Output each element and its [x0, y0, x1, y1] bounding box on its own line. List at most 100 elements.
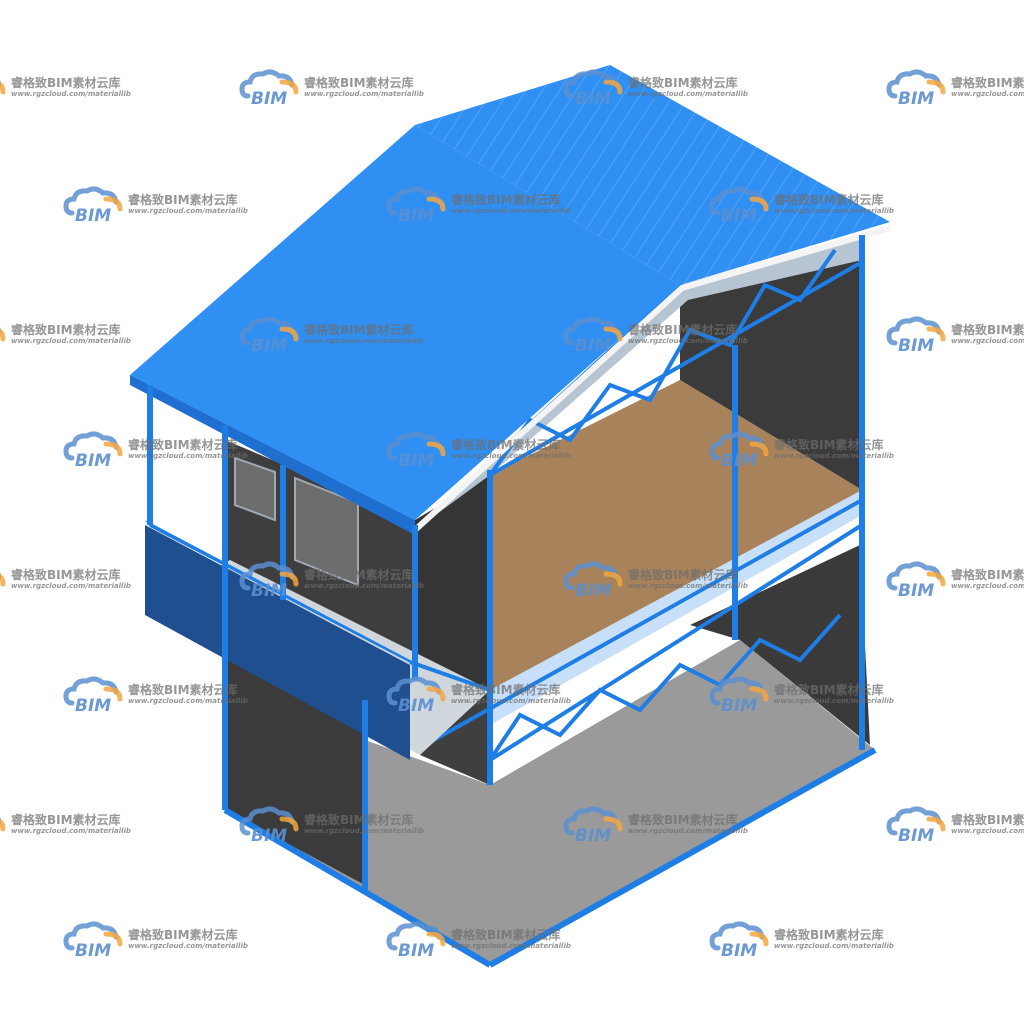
cloud-bim-logo-icon: BIM — [0, 327, 6, 342]
cloud-bim-logo-icon: BIM — [886, 561, 946, 600]
watermark-title: 睿格致BIM素材云库 — [951, 76, 1024, 90]
svg-text:BIM: BIM — [721, 451, 757, 470]
watermark-title: 睿格致BIM素材云库 — [304, 813, 414, 827]
watermark-url: www.rgzcloud.com/materiallib — [128, 207, 248, 215]
svg-text:BIM: BIM — [721, 206, 757, 225]
watermark-url: www.rgzcloud.com/materiallib — [451, 942, 571, 950]
cloud-bim-logo-icon: BIM — [886, 806, 946, 845]
cloud-bim-logo-icon: BIM — [63, 676, 123, 715]
watermark-title: 睿格致BIM素材云库 — [451, 683, 561, 697]
svg-text:BIM: BIM — [721, 941, 757, 960]
svg-text:BIM: BIM — [75, 206, 111, 225]
roof-gable-underside — [415, 235, 862, 530]
cloud-bim-logo-icon: BIM — [0, 572, 6, 587]
watermark-title: 睿格致BIM素材云库 — [11, 813, 121, 827]
watermark-url: www.rgzcloud.com/materiallib — [451, 207, 571, 215]
watermark-title: 睿格致BIM素材云库 — [128, 193, 238, 207]
svg-text:BIM: BIM — [575, 336, 611, 355]
svg-text:BIM: BIM — [398, 206, 434, 225]
upper-window — [294, 476, 359, 587]
svg-text:BIM: BIM — [575, 89, 611, 108]
watermark-url: www.rgzcloud.com/materiallib — [774, 207, 894, 215]
watermark-url: www.rgzcloud.com/materiallib — [628, 337, 748, 345]
watermark-title: 睿格致BIM素材云库 — [628, 813, 738, 827]
watermark-title: 睿格致BIM素材云库 — [774, 928, 884, 942]
svg-text:BIM: BIM — [898, 336, 934, 355]
watermark-title: 睿格致BIM素材云库 — [304, 323, 414, 337]
watermark-title: 睿格致BIM素材云库 — [774, 438, 884, 452]
cloud-bim-logo-icon: BIM — [886, 69, 946, 108]
watermark: BIM 睿格致BIM素材云库www.rgzcloud.com/materialli… — [885, 560, 1024, 600]
svg-text:BIM: BIM — [398, 941, 434, 960]
cloud-bim-logo-icon: BIM — [563, 69, 623, 108]
watermark-url: www.rgzcloud.com/materiallib — [951, 582, 1024, 590]
watermark-title: 睿格致BIM素材云库 — [628, 568, 738, 582]
watermark-url: www.rgzcloud.com/materiallib — [951, 90, 1024, 98]
cloud-bim-logo-icon: BIM — [239, 316, 299, 355]
svg-text:BIM: BIM — [898, 826, 934, 845]
watermark: BIM 睿格致BIM素材云库www.rgzcloud.com/materialli… — [885, 68, 1024, 108]
watermark-title: 睿格致BIM素材云库 — [11, 568, 121, 582]
cloud-bim-logo-icon: BIM — [63, 186, 123, 225]
svg-text:BIM: BIM — [75, 941, 111, 960]
watermark-url: www.rgzcloud.com/materiallib — [628, 827, 748, 835]
watermark-title: 睿格致BIM素材云库 — [451, 438, 561, 452]
floor-truss-band — [490, 490, 862, 725]
cloud-bim-logo-icon: BIM — [709, 431, 769, 470]
floor-truss — [424, 498, 864, 762]
balcony-side-rail — [409, 660, 491, 692]
svg-text:BIM: BIM — [251, 581, 287, 600]
svg-text:BIM: BIM — [898, 581, 934, 600]
watermark-title: 睿格致BIM素材云库 — [128, 928, 238, 942]
roof-ribs-ridge — [415, 65, 890, 285]
watermark-title: 睿格致BIM素材云库 — [951, 323, 1024, 337]
watermark-url: www.rgzcloud.com/materiallib — [304, 337, 424, 345]
watermark-title: 睿格致BIM素材云库 — [11, 76, 121, 90]
svg-text:BIM: BIM — [575, 826, 611, 845]
watermark-url: www.rgzcloud.com/materiallib — [451, 452, 571, 460]
watermark: BIM睿格致BIM素材云库www.rgzcloud.com/materialli… — [0, 315, 195, 355]
watermark-title: 睿格致BIM素材云库 — [451, 193, 561, 207]
watermark-title: 睿格致BIM素材云库 — [951, 568, 1024, 582]
svg-text:BIM: BIM — [398, 696, 434, 715]
watermark-title: 睿格致BIM素材云库 — [304, 76, 414, 90]
cloud-bim-logo-icon: BIM — [563, 561, 623, 600]
watermark: BIM睿格致BIM素材云库www.rgzcloud.com/materialli… — [0, 560, 195, 600]
roof-white-fascia — [412, 225, 891, 533]
second-floor-slab — [490, 380, 862, 690]
svg-text:BIM: BIM — [75, 696, 111, 715]
watermark-url: www.rgzcloud.com/materiallib — [304, 90, 424, 98]
roof-eave — [130, 375, 415, 535]
upper-back-wall — [680, 235, 862, 490]
watermark-url: www.rgzcloud.com/materiallib — [951, 337, 1024, 345]
watermark: BIM睿格致BIM素材云库www.rgzcloud.com/materialli… — [885, 805, 1024, 845]
cloud-bim-logo-icon: BIM — [886, 316, 946, 355]
cloud-bim-logo-icon: BIM — [239, 561, 299, 600]
watermark-url: www.rgzcloud.com/materiallib — [128, 697, 248, 705]
roof-panel-main — [130, 125, 680, 520]
svg-text:BIM: BIM — [575, 581, 611, 600]
watermark-title: 睿格致BIM素材云库 — [451, 928, 561, 942]
watermark: BIM 睿格致BIM素材云库www.rgzcloud.com/materialli… — [885, 315, 1024, 355]
cloud-bim-logo-icon: BIM — [239, 69, 299, 108]
watermark-title: 睿格致BIM素材云库 — [774, 193, 884, 207]
watermark-title: 睿格致BIM素材云库 — [304, 568, 414, 582]
watermark-title: 睿格致BIM素材云库 — [128, 683, 238, 697]
watermark-url: www.rgzcloud.com/materiallib — [774, 942, 894, 950]
cloud-bim-logo-icon: BIM — [0, 80, 6, 95]
watermark-url: www.rgzcloud.com/materiallib — [451, 697, 571, 705]
columns — [147, 235, 877, 968]
upper-side-wall — [415, 475, 490, 690]
